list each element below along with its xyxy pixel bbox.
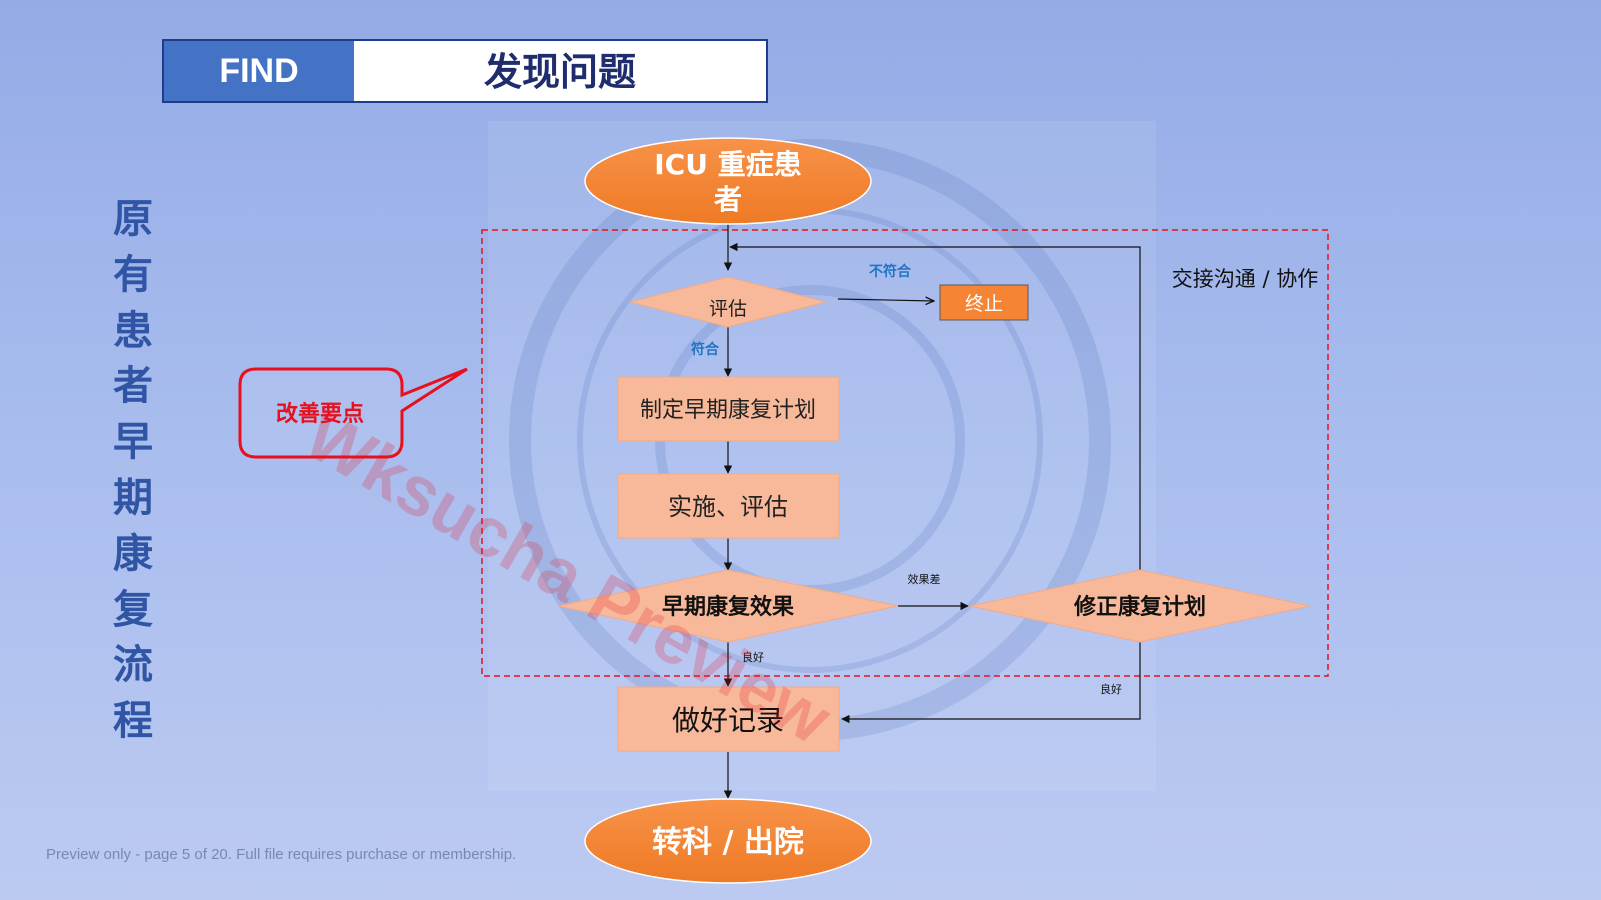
- label-met: 符合: [690, 341, 720, 358]
- header-box: FIND 发现问题: [162, 39, 768, 103]
- background-panel: [488, 121, 1156, 791]
- assess-node: [629, 276, 827, 328]
- callout-label: 改善要点: [276, 401, 364, 427]
- footer-note: Preview only - page 5 of 20. Full file r…: [46, 846, 517, 863]
- revise-node-label: 修正康复计划: [1073, 594, 1206, 620]
- header-title: 发现问题: [483, 49, 636, 94]
- plan-node-label: 制定早期康复计划: [640, 398, 816, 423]
- side-title: 原 有 患 者 早 期 康 复 流 程: [113, 196, 153, 745]
- implement-node-label: 实施、评估: [668, 493, 788, 521]
- revise-node: [969, 569, 1311, 643]
- terminate-node: [939, 284, 1029, 321]
- record-node: [617, 686, 840, 752]
- label-not-met: 不符合: [869, 263, 912, 280]
- implement-node: [617, 473, 840, 539]
- edge-revise-record: [841, 642, 1141, 724]
- effect-node-label: 早期康复效果: [662, 594, 794, 620]
- terminate-node-label: 终止: [965, 293, 1003, 315]
- loop-label: 交接沟通 / 协作: [1172, 267, 1318, 291]
- callout-bubble: [238, 367, 468, 459]
- start-node-line1: ICU 重症患: [654, 148, 801, 181]
- plan-node: [617, 376, 840, 442]
- dashed-region: [481, 229, 1329, 677]
- start-node: [584, 137, 872, 225]
- edge-revise-loop: [729, 242, 1141, 570]
- start-node-line2: 者: [714, 183, 742, 216]
- record-node-label: 做好记录: [672, 704, 784, 737]
- label-good-left: 良好: [742, 650, 764, 664]
- assess-node-label: 评估: [709, 298, 747, 320]
- header-tag: FIND: [164, 41, 354, 101]
- edge-assess-terminate: [837, 299, 934, 301]
- effect-node: [557, 569, 899, 643]
- end-node-label: 转科 / 出院: [652, 825, 804, 860]
- label-good-right: 良好: [1100, 682, 1122, 696]
- end-node: [584, 798, 872, 884]
- label-poor: 效果差: [908, 572, 941, 586]
